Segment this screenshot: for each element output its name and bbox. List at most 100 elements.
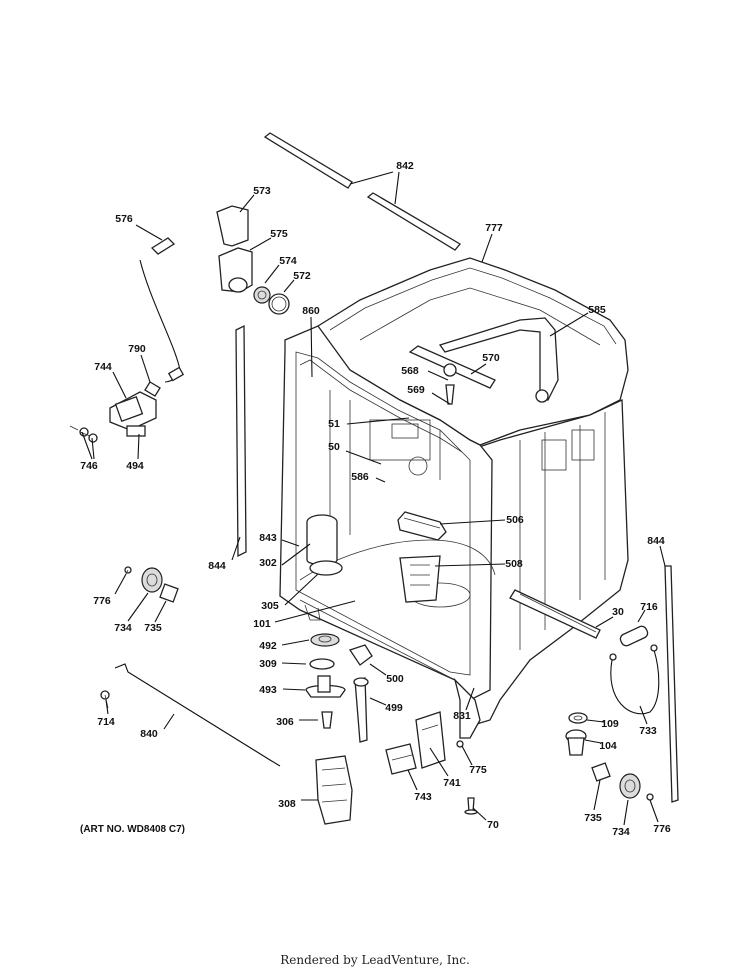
part-number-label: 844 (208, 560, 226, 572)
leader-line (659, 545, 666, 567)
leader-line (461, 745, 473, 766)
part-number-label: 777 (485, 222, 503, 234)
part-number-label: 500 (386, 673, 404, 685)
leader-line (114, 573, 127, 595)
leader-line (112, 371, 127, 399)
part-number-label: 734 (114, 622, 132, 634)
part-number-label: 499 (385, 702, 403, 714)
callout-569: 569 (407, 384, 451, 405)
part-number-label: 70 (487, 819, 499, 831)
leader-line (439, 519, 506, 525)
leader-line (375, 477, 386, 483)
callout-716: 716 (637, 601, 658, 623)
callout-746: 746 (80, 431, 98, 472)
leader-line (154, 600, 167, 623)
part-number-label: 831 (453, 710, 471, 722)
rendered-by-credit: Rendered by LeadVenture, Inc. (280, 953, 470, 967)
part-number-label: 744 (94, 361, 112, 373)
part-number-label: 840 (140, 728, 158, 740)
callout-586: 586 (351, 471, 386, 483)
callout-51: 51 (328, 417, 410, 430)
callout-574: 574 (264, 255, 297, 284)
leader-line (429, 747, 449, 777)
callout-104: 104 (584, 739, 617, 752)
door-spring (509, 589, 649, 647)
leader-line (239, 194, 255, 213)
leader-line (105, 699, 109, 715)
part-number-label: 733 (639, 725, 657, 737)
callout-109: 109 (586, 718, 619, 730)
part-number-label: 860 (302, 305, 320, 317)
callout-844: 844 (208, 536, 241, 572)
callout-309: 309 (259, 658, 307, 670)
callout-714: 714 (97, 699, 115, 728)
callout-585: 585 (549, 304, 606, 337)
callout-860: 860 (302, 305, 320, 378)
electronics-parts (385, 711, 478, 815)
leader-line (135, 224, 163, 241)
part-number-label: 714 (97, 716, 115, 728)
leader-line (549, 312, 589, 337)
part-number-label: 790 (128, 343, 146, 355)
callout-500: 500 (369, 663, 404, 685)
leader-line (586, 719, 605, 723)
part-number-label: 575 (270, 228, 288, 240)
leader-line (637, 609, 646, 623)
leader-line (274, 600, 356, 623)
leader-line (623, 799, 629, 826)
part-number-label: 746 (80, 460, 98, 472)
leader-line (91, 437, 95, 460)
sensor-bracket (348, 644, 373, 743)
callout-741: 741 (429, 747, 461, 789)
leader-line (369, 663, 387, 676)
leader-line (249, 237, 272, 251)
leader-line (472, 807, 487, 821)
leader-line (639, 705, 648, 725)
part-number-label: 302 (259, 557, 277, 569)
callout-735: 735 (144, 600, 167, 634)
vent-assembly (216, 205, 290, 315)
callout-305: 305 (261, 573, 319, 612)
part-number-label: 585 (588, 304, 606, 316)
leader-line (470, 363, 487, 375)
callout-777: 777 (481, 222, 503, 263)
callout-499: 499 (369, 697, 403, 714)
part-number-label: 570 (482, 352, 500, 364)
callout-30: 30 (595, 606, 624, 628)
callout-840: 840 (140, 713, 175, 740)
part-number-label: 308 (278, 798, 296, 810)
leader-line (427, 370, 449, 381)
callout-734: 734 (114, 592, 149, 634)
callout-70: 70 (472, 807, 499, 831)
callout-842: 842 (349, 160, 414, 205)
part-number-label: 51 (328, 418, 340, 430)
part-number-label: 842 (396, 160, 414, 172)
part-number-label: 109 (601, 718, 619, 730)
leader-line (127, 592, 149, 622)
leader-line (81, 431, 93, 460)
callout-308: 308 (278, 798, 318, 810)
callout-734: 734 (612, 799, 630, 838)
part-number-label: 30 (612, 606, 624, 618)
part-number-label: 305 (261, 600, 279, 612)
leader-line (434, 563, 506, 567)
part-number-label: 569 (407, 384, 425, 396)
leader-line (345, 450, 382, 465)
callout-572: 572 (283, 270, 311, 293)
callout-575: 575 (249, 228, 288, 251)
callout-506: 506 (439, 514, 524, 526)
fill-valve-assembly (69, 237, 185, 443)
callout-776: 776 (649, 799, 671, 835)
part-number-label: 573 (253, 185, 271, 197)
leader-line (369, 697, 387, 706)
part-number-label: 735 (584, 812, 602, 824)
leader-line (346, 417, 410, 425)
callout-743: 743 (407, 769, 432, 803)
leader-line (281, 543, 311, 566)
callout-568: 568 (401, 365, 449, 381)
leader-line (281, 639, 310, 646)
leader-line (394, 171, 400, 205)
